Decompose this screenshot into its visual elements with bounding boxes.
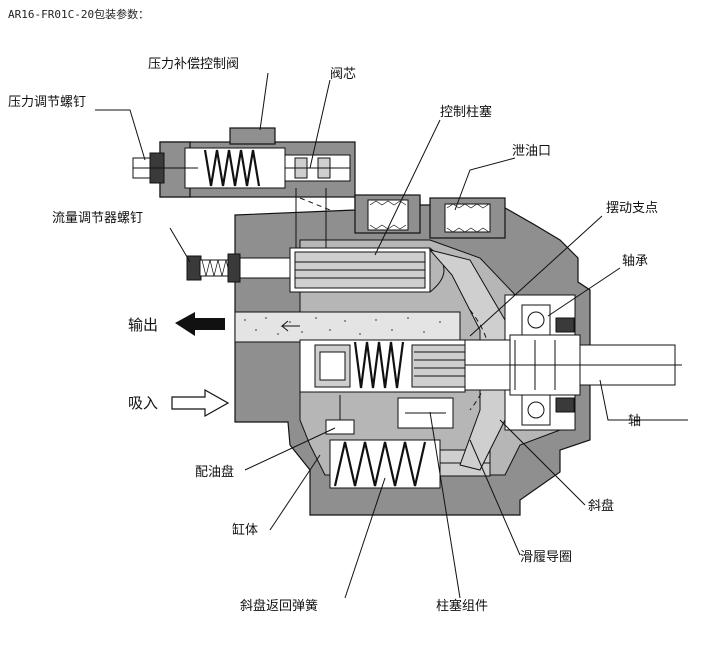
label-piston-assembly: 柱塞组件 <box>436 598 488 614</box>
cylinder-block <box>299 339 468 393</box>
label-return-spring: 斜盘返回弹簧 <box>240 598 318 614</box>
label-output: 输出 <box>128 316 158 334</box>
piston-assembly <box>397 397 454 429</box>
valve-plate <box>325 395 355 435</box>
input-arrow-icon <box>171 388 230 418</box>
label-flow-adjust-screw: 流量调节器螺钉 <box>52 211 143 226</box>
label-drain-port: 泄油口 <box>512 144 551 159</box>
output-channel <box>234 311 461 343</box>
label-valve-plate: 配油盘 <box>195 464 234 480</box>
output-arrow-icon <box>175 312 225 336</box>
label-input: 吸入 <box>128 394 158 412</box>
flow-adjust-screw <box>186 253 291 283</box>
control-piston <box>289 247 445 293</box>
drive-shaft <box>464 334 682 396</box>
label-bearing: 轴承 <box>622 254 648 269</box>
label-pivot: 摆动支点 <box>606 201 658 216</box>
label-pressure-comp-valve: 压力补偿控制阀 <box>148 57 239 72</box>
bearing <box>521 304 575 426</box>
label-cylinder: 缸体 <box>232 522 258 538</box>
label-swash-plate: 斜盘 <box>588 498 614 514</box>
pressure-compensator-valve <box>132 147 351 250</box>
label-shoe-guide: 滑履导圈 <box>520 550 572 565</box>
label-spool: 阀芯 <box>330 67 356 82</box>
label-shaft: 轴 <box>628 414 641 429</box>
label-control-piston: 控制柱塞 <box>440 104 492 120</box>
label-pressure-adjust-screw: 压力调节螺钉 <box>8 95 86 110</box>
leader-lines <box>95 72 688 599</box>
caption: AR16-FR01C-20包装参数： <box>8 8 150 21</box>
